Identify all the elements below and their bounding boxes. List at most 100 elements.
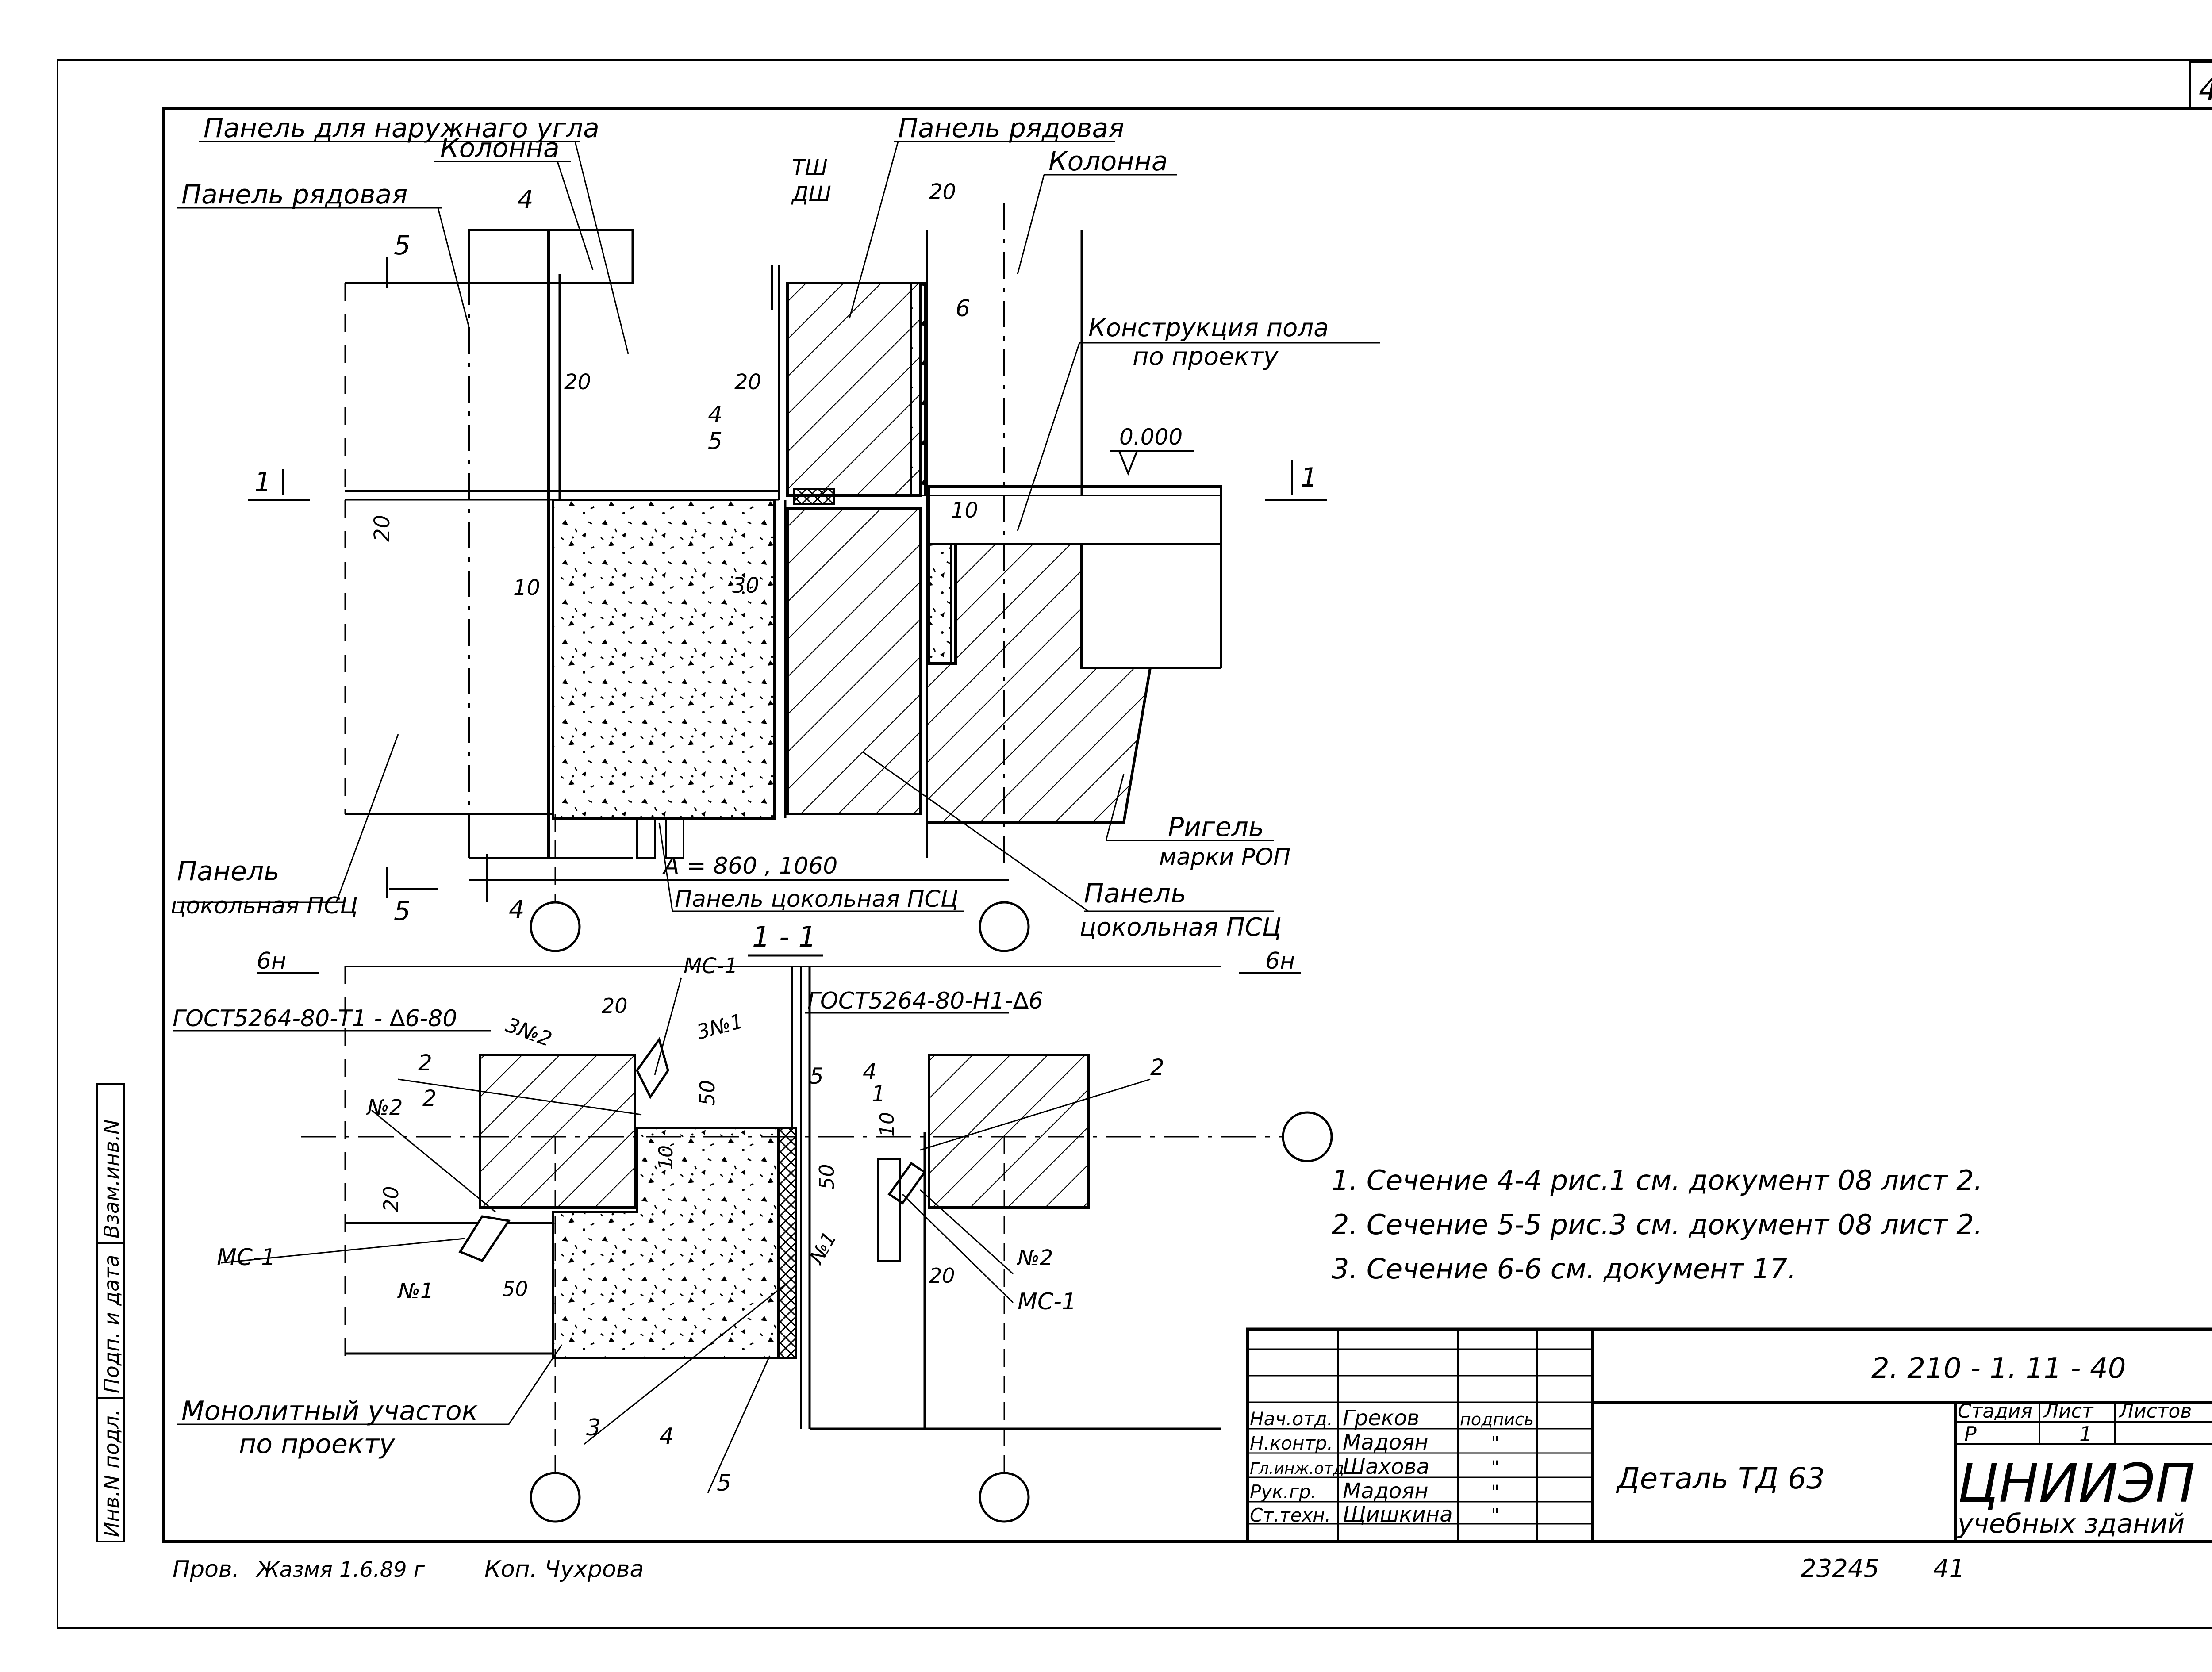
label-row-panel-left: Панель рядовая [181, 179, 407, 210]
dim-10-s-b: 10 [876, 1112, 899, 1137]
section-6-left: 6н [257, 948, 286, 974]
footer-copied: Коп. Чухрова [484, 1556, 644, 1583]
dim-20-a: 20 [564, 370, 591, 395]
label-level: 0.000 [1119, 424, 1183, 450]
label-2-c: 2 [1150, 1055, 1164, 1080]
label-3: 3 [586, 1415, 601, 1441]
plan-top-labels: Панель для наружнаго угла Колонна Панель… [170, 113, 1329, 942]
dim-10-a: 10 [513, 575, 540, 600]
tb-signature-header: подпись [1460, 1410, 1534, 1429]
dim-20-s-a: 20 [602, 994, 628, 1018]
tb-stage: Р [1964, 1422, 1977, 1446]
dim-20-b: 20 [734, 370, 761, 395]
label-n1-left: №1 [397, 1279, 434, 1304]
plan-top [177, 141, 1380, 952]
section-6-right: 6н [1265, 948, 1295, 974]
label-monolith-1: Монолитный участок [181, 1396, 478, 1427]
section-1-1 [173, 954, 1333, 1523]
title-block: 2. 210 - 1. 11 - 40 Деталь ТД 63 ЦНИИЭП … [1246, 1327, 2212, 1543]
dim-50-s-a: 50 [695, 1080, 719, 1106]
label-outer-corner-panel: Панель для наружнаго угла [204, 113, 599, 144]
label-panel-psc-right-2: цокольная ПСЦ [1079, 913, 1281, 942]
tb-org-sub: учебных зданий [1957, 1508, 2185, 1539]
label-5: 5 [708, 428, 722, 455]
section-1-1-labels: 1 - 1 6н 6н ГОСТ5264-80-Т1 - ∆6-80 ГОСТ5… [173, 921, 1295, 1496]
dim-50-s-b: 50 [815, 1164, 839, 1190]
section-5-bottom: 5 [394, 896, 411, 927]
dim-20-s-b: 20 [379, 1186, 403, 1212]
tb-role-2: Гл.инж.отд. [1250, 1460, 1349, 1478]
label-beam-1: Ригель [1168, 812, 1264, 843]
dim-20-d: 20 [370, 515, 395, 542]
label-4-a: 4 [659, 1423, 674, 1450]
gost-left: ГОСТ5264-80-Т1 - ∆6-80 [173, 1005, 457, 1032]
note-1: 1. Сечение 4-4 рис.1 см. документ 08 лис… [1332, 1164, 1982, 1196]
section-4-bottom: 4 [509, 895, 525, 924]
tb-org: ЦНИИЭП [1958, 1453, 2195, 1515]
dim-20-c: 20 [929, 180, 956, 204]
label-dim-a: А = 860 , 1060 [662, 853, 837, 879]
stamp-replace-label: Взам.инв.N [100, 1119, 123, 1239]
tb-name-3: Мадоян [1343, 1479, 1429, 1503]
tb-role-3: Рук.гр. [1250, 1481, 1317, 1503]
label-mc1-right: МС-1 [1018, 1289, 1076, 1315]
footer-inventory: 23245 [1801, 1554, 1879, 1583]
stamp-sign-date-label: Подп. и дата [100, 1255, 123, 1393]
label-panel-psc-left-2: цокольная ПСЦ [170, 893, 358, 919]
label-panel-psc-left-1: Панель [177, 856, 280, 887]
tb-sign-3: " [1491, 1481, 1499, 1503]
footer-checked: Пров. [173, 1556, 239, 1583]
label-tsh: ТШ [792, 155, 828, 180]
tb-code: 2. 210 - 1. 11 - 40 [1871, 1352, 2126, 1385]
footer-checked-sign: Жазмя 1.6.89 г [255, 1557, 425, 1582]
label-row-panel-right: Панель рядовая [898, 113, 1124, 144]
dim-10-b: 10 [951, 498, 978, 523]
tb-name-4: Щишкина [1343, 1502, 1453, 1527]
section-1-left: 1 [254, 467, 271, 498]
outer-frame [57, 59, 2212, 1629]
label-n2-left: №2 [366, 1095, 403, 1120]
tb-name-0: Греков [1343, 1406, 1419, 1430]
tb-role-0: Нач.отд. [1250, 1408, 1333, 1430]
label-2-b: 2 [422, 1085, 437, 1111]
section-5-top: 5 [394, 230, 411, 261]
dim-10-s-a: 10 [655, 1145, 677, 1170]
tb-name-2: Шахова [1343, 1454, 1429, 1479]
label-panel-psc-mid: Панель цокольная ПСЦ [675, 886, 958, 913]
label-3n2: 3№2 [503, 1013, 555, 1051]
label-5-b: 5 [717, 1470, 731, 1496]
label-monolith-2: по проекту [239, 1429, 396, 1460]
label-4-b: 4 [863, 1059, 877, 1085]
tb-name-1: Мадоян [1343, 1430, 1429, 1455]
label-beam-2: марки РОП [1159, 844, 1290, 871]
dim-30: 30 [732, 573, 759, 598]
section-4-top: 4 [518, 185, 534, 214]
label-dsh: ДШ [791, 182, 831, 207]
dim-50-s-c: 50 [502, 1277, 528, 1301]
note-2: 2. Сечение 5-5 рис.3 см. документ 08 лис… [1332, 1208, 1982, 1241]
label-1: 1 [872, 1081, 886, 1107]
section-1-right: 1 [1301, 462, 1317, 493]
gost-right: ГОСТ5264-80-Н1-∆6 [807, 988, 1043, 1014]
note-3: 3. Сечение 6-6 см. документ 17. [1332, 1253, 1796, 1285]
tb-role-1: Н.контр. [1250, 1432, 1333, 1454]
footer: Пров. Жазмя 1.6.89 г Коп. Чухрова 23245 … [173, 1554, 1965, 1583]
label-floor-construction-2: по проекту [1133, 342, 1279, 371]
tb-sign-4: " [1491, 1504, 1499, 1526]
tb-stage-header: Стадия [1958, 1400, 2032, 1423]
tb-sheet: 1 [2079, 1422, 2092, 1446]
page-number: 40 [2199, 72, 2212, 107]
tb-sheets-header: Листов [2118, 1400, 2192, 1423]
left-margin-stamp: Инв.N подл. Подп. и дата Взам.инв.N [96, 1083, 125, 1542]
stamp-inv-label: Инв.N подл. [100, 1409, 123, 1537]
label-floor-construction-1: Конструкция пола [1088, 314, 1329, 342]
label-n2-right: №2 [1016, 1246, 1053, 1270]
label-3n1: 3№1 [694, 1009, 746, 1044]
label-mc1-top: МС-1 [684, 954, 738, 978]
page-number-box [2189, 61, 2212, 110]
label-2-a: 2 [418, 1050, 432, 1076]
notes: 1. Сечение 4-4 рис.1 см. документ 08 лис… [1332, 1164, 1982, 1285]
dim-20-s-c: 20 [929, 1264, 955, 1288]
tb-sheet-header: Лист [2043, 1400, 2094, 1423]
